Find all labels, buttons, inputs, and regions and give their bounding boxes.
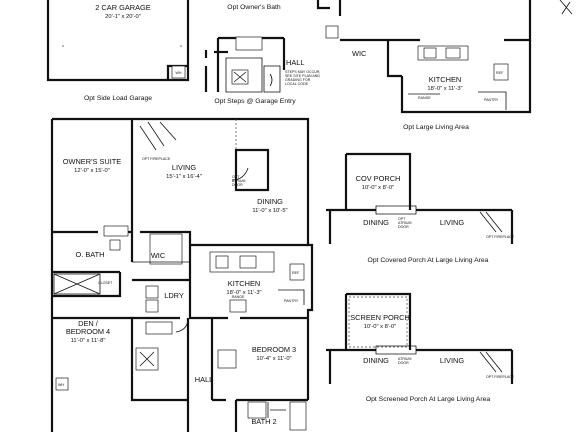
main-floor-plan: OPT FIREPLACE REF PANTRY RANGE WH: [50, 117, 314, 432]
bedroom3-name: BEDROOM 3: [252, 345, 296, 354]
living-dim: 15'-1" x 16'-4": [166, 174, 202, 180]
main-wh-label: WH: [58, 383, 64, 387]
atrium-door-2: ATRIUM: [232, 179, 246, 183]
opt-ref-label: REF: [496, 71, 504, 75]
opt-wic-label: WIC: [352, 49, 367, 58]
cov-porch-dim: 10'-0" x 8'-0": [362, 185, 394, 191]
screen-porch-name: SCREEN PORCH: [350, 313, 410, 322]
owners-bath-steps-detail: Opt Owner's Bath HALL STEPS MAY OCCUR, S…: [204, 4, 320, 105]
opt-pantry-label: PANTRY: [484, 98, 499, 102]
screened-porch-fireplace: OPT FIREPLACE: [486, 375, 515, 379]
den-name-2: BEDROOM 4: [66, 327, 110, 336]
dining-name: DINING: [257, 197, 283, 206]
covered-porch-fireplace: OPT FIREPLACE: [486, 235, 515, 239]
fireplace-label: OPT FIREPLACE: [142, 157, 171, 161]
range-label: RANGE: [232, 295, 245, 299]
caption-screened-porch: Opt Screened Porch At Large Living Area: [366, 396, 491, 403]
owners-suite-name: OWNER'S SUITE: [63, 157, 122, 166]
pantry-label: PANTRY: [284, 299, 299, 303]
living-name: LIVING: [172, 163, 196, 172]
ldry-name: LDRY: [164, 291, 184, 300]
covered-porch-detail: OPT FIREPLACE COV PORCH 10'-0" x 8'-0" D…: [326, 152, 515, 264]
ref-label: REF: [292, 271, 300, 275]
screen-porch-dim: 10'-0" x 8'-0": [364, 324, 396, 330]
garage-name: 2 CAR GARAGE: [95, 3, 151, 12]
den-name-1: DEN /: [78, 319, 99, 328]
owners-suite-dim: 12'-0" x 15'-0": [74, 168, 110, 174]
cov-porch-living: LIVING: [440, 218, 464, 227]
scr-atrium-2: ATRIUM: [398, 357, 412, 361]
steps-note-4: LOCAL CODE: [285, 82, 309, 86]
side-load-garage-detail: WH 2 CAR GARAGE 20'-1" x 20'-0" Opt Side…: [46, 0, 190, 102]
steps-note-2: SEE SITE PLAN AND: [285, 74, 320, 78]
cov-atrium-3: DOOR: [398, 225, 409, 229]
cov-porch-dining: DINING: [363, 218, 389, 227]
steps-note-1: STEPS MAY OCCUR,: [285, 70, 320, 74]
dining-dim: 11'-0" x 10'-5": [252, 208, 287, 214]
den-dim: 11'-0" x 11'-8": [71, 338, 106, 344]
cov-atrium-2: ATRIUM: [398, 221, 412, 225]
cov-porch-name: COV PORCH: [356, 174, 401, 183]
atrium-door-1: OPT: [232, 175, 240, 179]
caption-large-living: Opt Large Living Area: [403, 124, 469, 131]
scr-atrium-3: DOOR: [398, 361, 409, 365]
wic-name: WIC: [151, 251, 166, 260]
kitchen-name: KITCHEN: [228, 279, 260, 288]
opt-kitchen-name: KITCHEN: [429, 75, 461, 84]
bedroom3-dim: 10'-4" x 11'-0": [256, 356, 291, 362]
screen-porch-living: LIVING: [440, 356, 464, 365]
garage-dim: 20'-1" x 20'-0": [105, 14, 141, 20]
caption-owners-bath: Opt Owner's Bath: [227, 4, 281, 11]
caption-covered-porch: Opt Covered Porch At Large Living Area: [368, 257, 489, 264]
kitchen-dim: 18'-0" x 11'-3": [226, 290, 261, 296]
screened-porch-detail: OPT FIREPLACE SCREEN PORCH 10'-0" x 8'-0…: [326, 292, 515, 403]
closet-label: CLOSET: [98, 281, 113, 285]
atrium-door-3: DOOR: [232, 183, 243, 187]
large-living-area-detail: WIC REF PANTRY KITCHEN 18'-0" x 11'-3" R…: [316, 0, 573, 131]
steps-note-3: GRADING FOR: [285, 78, 311, 82]
opt-range-label: RANGE: [418, 96, 431, 100]
owners-bath-hall: HALL: [286, 58, 305, 67]
screen-porch-dining: DINING: [363, 356, 389, 365]
garage-wh-label: WH: [176, 71, 182, 75]
hall-name: HALL: [195, 375, 214, 384]
o-bath-name: O. BATH: [75, 250, 104, 259]
caption-side-load-garage: Opt Side Load Garage: [84, 95, 152, 102]
opt-kitchen-dim: 18'-0" x 11'-3": [427, 86, 462, 92]
bath2-name: BATH 2: [251, 417, 276, 426]
caption-steps-garage: Opt Steps @ Garage Entry: [214, 98, 296, 105]
cov-atrium-1: OPT: [398, 217, 406, 221]
